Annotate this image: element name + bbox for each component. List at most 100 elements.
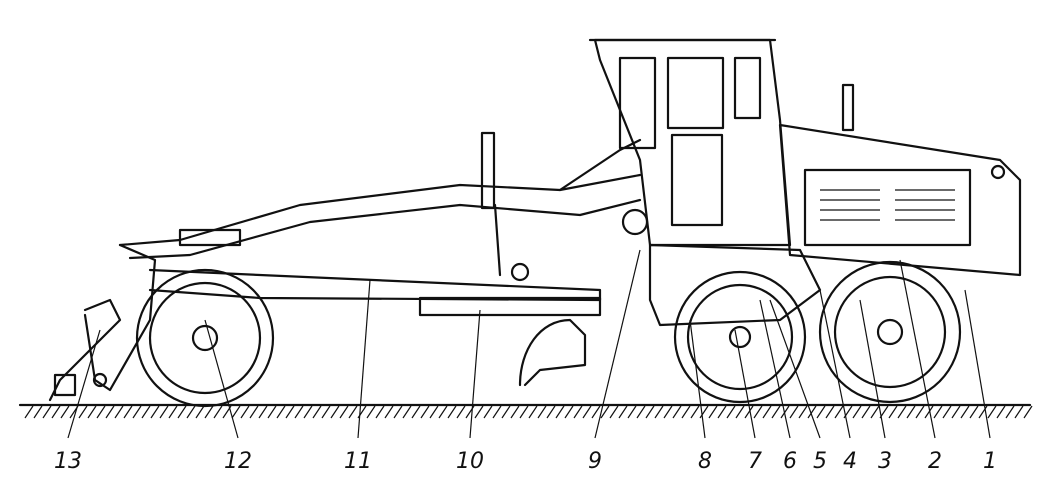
- front-wheel: [818, 260, 962, 404]
- hatch-stroke: [483, 405, 493, 419]
- hatch-stroke: [150, 405, 160, 419]
- leader-line-8: [689, 319, 706, 439]
- leader-line-4: [819, 289, 851, 439]
- callout-label-7: 7: [748, 449, 762, 474]
- hatch-stroke: [834, 405, 844, 419]
- hatch-stroke: [204, 405, 214, 419]
- leader-line-1: [964, 289, 991, 439]
- hatch-stroke: [618, 405, 628, 419]
- hatch-stroke: [1014, 405, 1024, 419]
- leader-line-9: [594, 249, 641, 439]
- hatch-stroke: [267, 405, 277, 419]
- hatch-stroke: [51, 405, 61, 419]
- callout-label-4: 4: [843, 449, 857, 474]
- callout-label-1: 1: [983, 449, 997, 474]
- hatch-stroke: [393, 405, 403, 419]
- hatch-stroke: [654, 405, 664, 419]
- hatch-stroke: [78, 405, 88, 419]
- hatch-stroke: [969, 405, 979, 419]
- callout-label-5: 5: [813, 449, 827, 474]
- hatch-stroke: [420, 405, 430, 419]
- hatch-stroke: [753, 405, 763, 419]
- hatch-stroke: [474, 405, 484, 419]
- hatch-stroke: [870, 405, 880, 419]
- hatch-stroke: [195, 405, 205, 419]
- hatch-stroke: [825, 405, 835, 419]
- hatch-stroke: [510, 405, 520, 419]
- hatch-stroke: [906, 405, 916, 419]
- hatch-stroke: [384, 405, 394, 419]
- transmission: [648, 243, 822, 327]
- hatch-stroke: [780, 405, 790, 419]
- callout-label-8: 8: [698, 449, 712, 474]
- hatch-stroke: [663, 405, 673, 419]
- hatch-stroke: [366, 405, 376, 419]
- hatch-stroke: [321, 405, 331, 419]
- hatch-stroke: [852, 405, 862, 419]
- hatch-stroke: [258, 405, 268, 419]
- hatch-stroke: [249, 405, 259, 419]
- hatch-stroke: [609, 405, 619, 419]
- hatch-stroke: [717, 405, 727, 419]
- hatch-stroke: [519, 405, 529, 419]
- hatch-stroke: [375, 405, 385, 419]
- hatch-stroke: [159, 405, 169, 419]
- hatch-stroke: [501, 405, 511, 419]
- hatch-stroke: [276, 405, 286, 419]
- leader-line-2: [899, 259, 936, 439]
- hatch-stroke: [114, 405, 124, 419]
- hatch-stroke: [60, 405, 70, 419]
- hatch-stroke: [231, 405, 241, 419]
- hatch-stroke: [96, 405, 106, 419]
- hatch-stroke: [951, 405, 961, 419]
- hatch-stroke: [186, 405, 196, 419]
- callout-label-13: 13: [54, 449, 82, 474]
- hatch-stroke: [168, 405, 178, 419]
- leader-line-7: [734, 329, 756, 439]
- hatch-stroke: [141, 405, 151, 419]
- hatch-stroke: [699, 405, 709, 419]
- ripper: [48, 243, 157, 402]
- hatch-stroke: [528, 405, 538, 419]
- hatch-stroke: [402, 405, 412, 419]
- engine-hood: [778, 83, 1022, 277]
- hatch-stroke: [285, 405, 295, 419]
- hatch-stroke: [978, 405, 988, 419]
- hatch-stroke: [1023, 405, 1033, 419]
- hatch-stroke: [672, 405, 682, 419]
- hatch-stroke: [312, 405, 322, 419]
- leader-line-12: [204, 319, 239, 439]
- hatch-stroke: [636, 405, 646, 419]
- hatch-stroke: [690, 405, 700, 419]
- hatch-stroke: [438, 405, 448, 419]
- hatch-stroke: [762, 405, 772, 419]
- hatch-stroke: [807, 405, 817, 419]
- hatch-stroke: [915, 405, 925, 419]
- hatch-stroke: [744, 405, 754, 419]
- hatch-stroke: [564, 405, 574, 419]
- hatch-stroke: [816, 405, 826, 419]
- hatch-stroke: [627, 405, 637, 419]
- hatch-stroke: [942, 405, 952, 419]
- hatch-stroke: [537, 405, 547, 419]
- hatch-stroke: [861, 405, 871, 419]
- hatch-stroke: [123, 405, 133, 419]
- hatch-stroke: [42, 405, 52, 419]
- hatch-stroke: [798, 405, 808, 419]
- callout-label-2: 2: [928, 449, 942, 474]
- callout-label-9: 9: [588, 449, 602, 474]
- main-frame: [118, 138, 642, 302]
- hatch-stroke: [924, 405, 934, 419]
- hatch-stroke: [1005, 405, 1015, 419]
- hatch-stroke: [492, 405, 502, 419]
- hatch-stroke: [573, 405, 583, 419]
- hatch-stroke: [303, 405, 313, 419]
- leader-line-11: [357, 279, 371, 439]
- hatch-stroke: [771, 405, 781, 419]
- hatch-stroke: [600, 405, 610, 419]
- callout-label-3: 3: [878, 449, 892, 474]
- hatch-stroke: [105, 405, 115, 419]
- hatch-stroke: [240, 405, 250, 419]
